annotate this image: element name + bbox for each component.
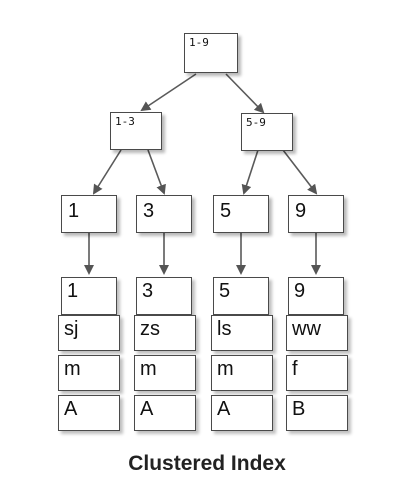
record-cell: ww <box>286 315 348 351</box>
root-node: 1-9 <box>184 33 238 73</box>
record-cell-value: B <box>292 398 306 420</box>
internal-node-label: 1-3 <box>115 115 135 128</box>
record-cell-value: ls <box>217 318 232 340</box>
record-cell-value: A <box>64 398 78 420</box>
leaf-node-label: 9 <box>295 200 307 222</box>
record-cell: m <box>58 355 120 391</box>
edge-int1-leaf1 <box>92 149 122 195</box>
record-cell-value: A <box>217 398 231 420</box>
record-cell: 9 <box>288 277 344 315</box>
record-cell: A <box>134 395 196 431</box>
record-cell: B <box>286 395 348 431</box>
leaf-node-label: 3 <box>143 200 155 222</box>
record-cell-value: 3 <box>142 280 154 302</box>
record-cell: zs <box>134 315 196 351</box>
record-cell: 1 <box>61 277 117 315</box>
edge-int2-leaf3 <box>241 149 259 195</box>
internal-node-label: 5-9 <box>246 116 266 129</box>
edge-int1-leaf2 <box>147 149 166 195</box>
record-cell-value: sj <box>64 318 79 340</box>
record-cell-value: A <box>140 398 154 420</box>
diagram-caption: Clustered Index <box>128 452 286 475</box>
record-cell-value: m <box>64 358 81 380</box>
record-cell: A <box>58 395 120 431</box>
leaf-node-label: 1 <box>68 200 80 222</box>
leaf-node-2: 3 <box>136 195 192 233</box>
internal-node-2: 5-9 <box>241 113 293 151</box>
edge-root-right <box>225 73 265 114</box>
record-cell: ls <box>211 315 273 351</box>
record-cell: m <box>211 355 273 391</box>
leaf-node-label: 5 <box>220 200 232 222</box>
record-cell-value: m <box>140 358 157 380</box>
record-cell-value: m <box>217 358 234 380</box>
record-cell-value: 1 <box>67 280 79 302</box>
record-cell: sj <box>58 315 120 351</box>
record-cell-value: zs <box>140 318 160 340</box>
record-cell: 3 <box>136 277 192 315</box>
record-cell-value: ww <box>292 318 321 340</box>
edge-root-left <box>140 73 197 112</box>
leaf-node-4: 9 <box>288 195 344 233</box>
internal-node-1: 1-3 <box>110 112 162 150</box>
edge-int2-leaf4 <box>282 149 318 195</box>
record-cell: m <box>134 355 196 391</box>
record-cell-value: f <box>292 358 298 380</box>
record-cell-value: 5 <box>219 280 231 302</box>
record-cell: 5 <box>213 277 269 315</box>
record-cell: A <box>211 395 273 431</box>
record-cell: f <box>286 355 348 391</box>
root-node-label: 1-9 <box>189 36 209 49</box>
record-cell-value: 9 <box>294 280 306 302</box>
leaf-node-3: 5 <box>213 195 269 233</box>
leaf-node-1: 1 <box>61 195 117 233</box>
